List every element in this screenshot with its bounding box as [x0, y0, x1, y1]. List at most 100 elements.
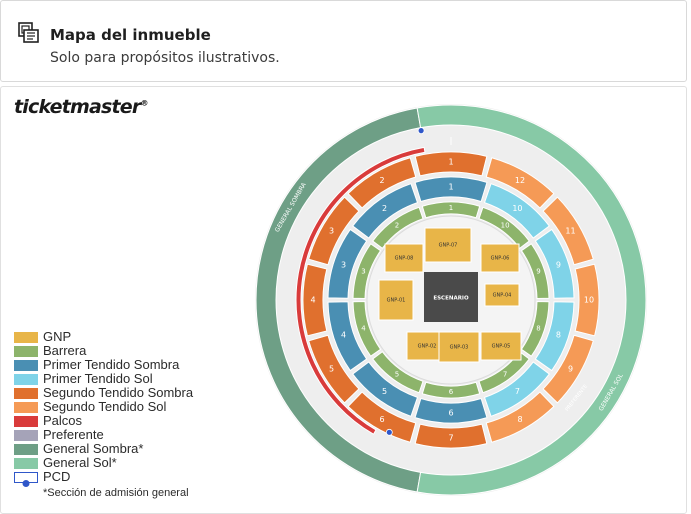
stage: [424, 272, 478, 322]
legend-swatch: [14, 388, 38, 399]
section-segundo-tendido-11[interactable]: [542, 196, 594, 266]
label-barrera-3: 3: [361, 268, 365, 276]
section-segundo-tendido-3[interactable]: [308, 196, 360, 266]
section-barrera-1[interactable]: [421, 201, 481, 219]
legend-label: Palcos: [43, 413, 83, 428]
label-primer-tendido-9: 9: [556, 261, 561, 270]
legend-label: General Sombra*: [43, 441, 144, 456]
label-segundo-tendido-4: 4: [310, 296, 315, 305]
section-barrera-4[interactable]: [352, 300, 382, 357]
label-barrera-6: 6: [449, 388, 454, 396]
section-primer-tendido-2[interactable]: [352, 183, 419, 239]
section-primer-tendido-6[interactable]: [414, 397, 488, 424]
section-gnp-07[interactable]: [424, 227, 472, 263]
section-general-sol[interactable]: [416, 104, 647, 496]
label-gnp-08: GNP-08: [395, 256, 414, 262]
section-segundo-tendido-4[interactable]: [302, 263, 328, 337]
ticketmaster-logo: ticketmaster®: [14, 96, 148, 118]
venue-map-subtitle: Solo para propósitos ilustrativos.: [50, 50, 280, 66]
label-segundo-tendido-1: 1: [448, 158, 453, 167]
label-segundo-tendido-6: 6: [379, 415, 384, 424]
legend-swatch: [14, 332, 38, 343]
section-segundo-tendido-7[interactable]: [414, 423, 488, 449]
section-barrera-10[interactable]: [478, 206, 530, 249]
label-segundo-tendido-9: 9: [568, 365, 573, 374]
label-gnp-07: GNP-07: [439, 243, 458, 249]
section-barrera-5[interactable]: [372, 351, 424, 394]
section-gnp-03[interactable]: [438, 331, 480, 363]
label-barrera-2: 2: [395, 222, 399, 230]
section-barrera-3[interactable]: [352, 243, 382, 300]
legend-label: General Sol*: [43, 455, 117, 470]
label-primer-tendido-5: 5: [382, 387, 387, 396]
label-primer-tendido-8: 8: [556, 330, 561, 339]
section-primer-tendido-1[interactable]: [414, 176, 488, 203]
label-primer-tendido-10: 10: [512, 204, 522, 213]
section-segundo-tendido-2[interactable]: [347, 157, 417, 209]
label-gnp-05: GNP-05: [492, 344, 511, 350]
legend-swatch: [14, 430, 38, 441]
label-gnp-06: GNP-06: [491, 256, 510, 262]
legend-label: Segundo Tendido Sombra: [43, 385, 194, 400]
label-segundo-tendido-5: 5: [329, 365, 334, 374]
section-gnp-05[interactable]: [480, 331, 522, 361]
label-barrera-9: 9: [536, 268, 540, 276]
label-gnp-02: GNP-02: [418, 344, 437, 350]
label-segundo-tendido-11: 11: [565, 227, 575, 236]
section-segundo-tendido-1[interactable]: [414, 151, 488, 177]
section-segundo-tendido-8[interactable]: [485, 391, 555, 443]
label-segundo-tendido-10: 10: [584, 296, 594, 305]
label-barrera-5: 5: [395, 370, 399, 378]
label-primer-tendido-7: 7: [515, 387, 520, 396]
label-segundo-tendido-7: 7: [448, 434, 453, 443]
legend-swatch: [14, 360, 38, 371]
label-barrera-8: 8: [536, 324, 540, 332]
label-primer-tendido-4: 4: [341, 330, 346, 339]
section-barrera-6[interactable]: [421, 381, 481, 399]
label-primer-tendido-2: 2: [382, 204, 387, 213]
label-primer-tendido-1: 1: [448, 183, 453, 192]
label-segundo-tendido-8: 8: [517, 415, 522, 424]
legend-label: Primer Tendido Sol: [43, 371, 153, 386]
section-segundo-tendido-10[interactable]: [574, 263, 600, 337]
label-gnp-03: GNP-03: [450, 345, 469, 351]
legend-swatch: [14, 472, 38, 487]
section-gnp-04[interactable]: [484, 283, 520, 307]
section-gnp-08[interactable]: [384, 243, 424, 273]
legend-swatch: [14, 346, 38, 357]
legend-swatch: [14, 402, 38, 413]
venue-map-icon: [18, 22, 39, 43]
label-primer-tendido-3: 3: [341, 261, 346, 270]
section-segundo-tendido-5[interactable]: [308, 334, 360, 404]
legend-label: PCD: [43, 469, 71, 484]
section-primer-tendido-3[interactable]: [327, 228, 368, 299]
section-segundo-tendido-9[interactable]: [542, 334, 594, 404]
legend-swatch: [14, 458, 38, 469]
legend-note: *Sección de admisión general: [43, 487, 189, 499]
pcd-icon: [385, 428, 393, 436]
section-gnp-06[interactable]: [480, 243, 520, 273]
section-segundo-tendido-12[interactable]: [485, 157, 555, 209]
section-primer-tendido-9[interactable]: [534, 228, 575, 299]
section-primer-tendido-7[interactable]: [483, 361, 550, 417]
section-barrera-8[interactable]: [520, 300, 550, 357]
label-segundo-tendido-12: 12: [515, 176, 525, 185]
logo-registered-mark: ®: [140, 98, 148, 108]
label-primer-tendido-6: 6: [448, 409, 453, 418]
legend-label: Preferente: [43, 427, 104, 442]
label-segundo-tendido-2: 2: [379, 176, 384, 185]
label-barrera-4: 4: [361, 324, 366, 332]
venue-map-header: Mapa del inmueble Solo para propósitos i…: [0, 0, 687, 82]
section-primer-tendido-8[interactable]: [534, 301, 575, 372]
label-segundo-tendido-3: 3: [329, 227, 334, 236]
section-barrera-2[interactable]: [372, 206, 424, 249]
legend-label: Barrera: [43, 343, 87, 358]
section-gnp-01[interactable]: [378, 279, 414, 321]
section-primer-tendido-4[interactable]: [327, 301, 368, 372]
section-primer-tendido-5[interactable]: [352, 361, 419, 417]
section-palcos[interactable]: [295, 146, 426, 435]
section-barrera-9[interactable]: [520, 243, 550, 300]
legend-swatch: [14, 374, 38, 385]
section-primer-tendido-10[interactable]: [483, 183, 550, 239]
